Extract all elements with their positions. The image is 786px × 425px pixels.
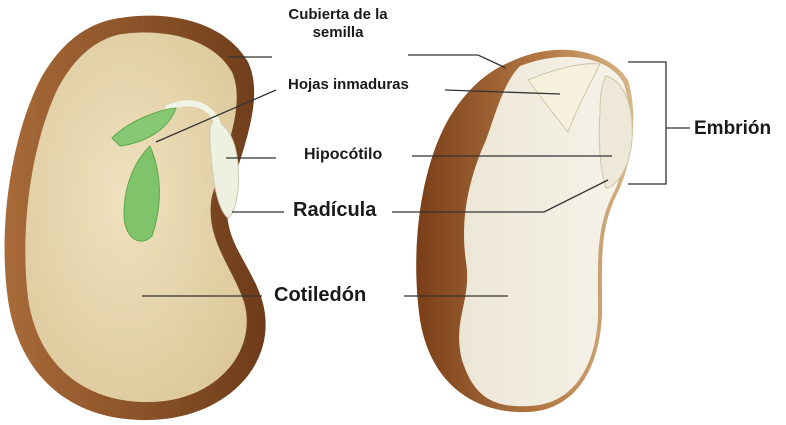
label-hypocotyl: Hipocótilo <box>304 145 382 164</box>
label-seed-coat: Cubierta de la semilla <box>268 6 408 42</box>
real-seed <box>416 50 633 412</box>
label-cotyledon: Cotiledón <box>274 283 366 307</box>
label-immature-leaves: Hojas inmaduras <box>288 76 409 94</box>
label-embryo: Embrión <box>694 118 771 141</box>
embryo-bracket <box>628 62 666 184</box>
illustrated-seed <box>5 16 266 420</box>
label-radicle: Radícula <box>293 198 376 222</box>
leader-cubierta-right <box>408 55 506 68</box>
